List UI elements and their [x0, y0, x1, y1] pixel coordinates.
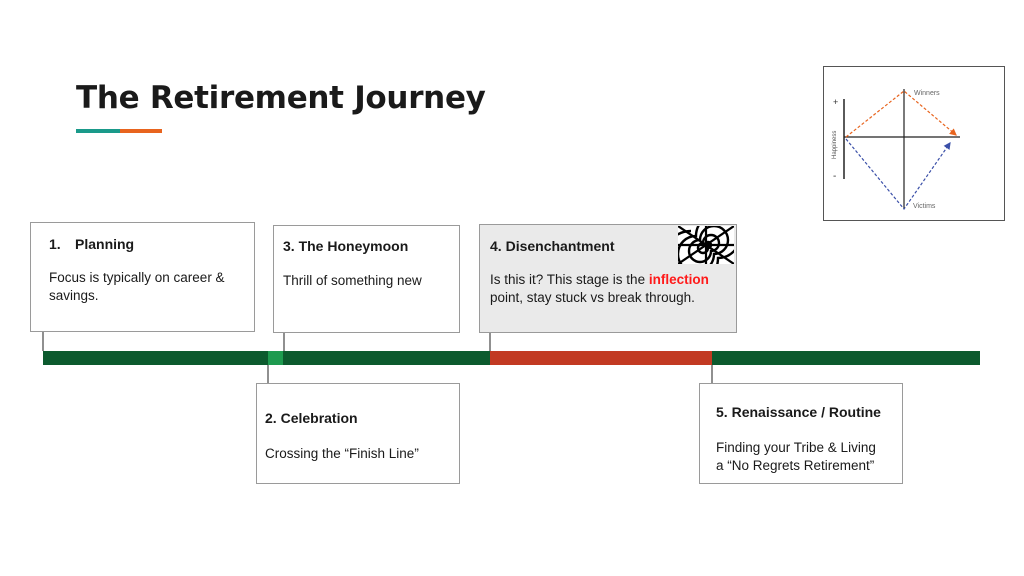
- timeline-segment-green-3: [712, 351, 980, 365]
- victims-path: [845, 138, 951, 210]
- inset-minus: -: [833, 171, 836, 182]
- stage-5-number: 5.: [716, 404, 728, 420]
- stage-1-description: Focus is typically on career & savings.: [49, 270, 225, 303]
- happiness-diamond-chart-icon: + - Happiness Winners Victims: [823, 66, 1005, 221]
- stage-card-celebration: 2. Celebration Crossing the “Finish Line…: [256, 383, 460, 484]
- stage-4-number: 4.: [490, 238, 502, 254]
- inset-victims-label: Victims: [913, 203, 936, 210]
- stage-4-description-post: point, stay stuck vs break through.: [490, 290, 695, 305]
- stage-5-description-line2: a “No Regrets Retirement”: [716, 458, 875, 473]
- inset-plus: +: [833, 97, 838, 107]
- timeline-segment-green-2: [283, 351, 490, 365]
- inset-winners-label: Winners: [914, 90, 940, 97]
- stage-5-heading: 5. Renaissance / Routine: [716, 404, 881, 420]
- stage-card-planning: 1. Planning Focus is typically on career …: [30, 222, 255, 332]
- stage-card-honeymoon: 3. The Honeymoon Thrill of something new: [273, 225, 460, 333]
- stage-2-heading: 2. Celebration: [265, 410, 358, 426]
- stage-5-name: Renaissance / Routine: [731, 404, 881, 420]
- inset-svg: + - Happiness Winners Victims: [832, 89, 960, 210]
- stage-5-description-line1: Finding your Tribe & Living: [716, 440, 876, 455]
- timeline-segment-light-green: [268, 351, 283, 365]
- stage-4-description: Is this it? This stage is the inflection…: [490, 271, 730, 307]
- stage-4-heading: 4. Disenchantment: [490, 238, 615, 254]
- stage-1-heading: 1. Planning: [49, 236, 134, 252]
- stage-4-description-highlight: inflection: [648, 272, 709, 287]
- stage-5-description: Finding your Tribe & Living a “No Regret…: [716, 439, 901, 475]
- timeline-segment-green-1: [43, 351, 268, 365]
- stage-2-description: Crossing the “Finish Line”: [265, 446, 419, 461]
- title-accent-orange: [120, 129, 162, 133]
- timeline-segment-red: [490, 351, 712, 365]
- page-title: The Retirement Journey: [76, 80, 486, 116]
- stage-4-name: Disenchantment: [505, 238, 615, 254]
- stage-card-renaissance: 5. Renaissance / Routine Finding your Tr…: [699, 383, 903, 484]
- stage-3-number: 3.: [283, 238, 295, 254]
- stage-1-number: 1.: [49, 236, 61, 252]
- stage-3-description: Thrill of something new: [283, 273, 422, 288]
- hypnotic-spiral-icon: [678, 226, 734, 264]
- stage-3-name: The Honeymoon: [298, 238, 409, 254]
- stage-4-description-pre: Is this it? This stage is the: [490, 272, 649, 287]
- stage-1-name: Planning: [75, 236, 135, 252]
- stage-2-name: Celebration: [280, 410, 358, 426]
- inset-y-label: Happiness: [832, 131, 838, 159]
- stage-2-number: 2.: [265, 410, 277, 426]
- stage-3-heading: 3. The Honeymoon: [283, 238, 408, 254]
- title-accent-teal: [76, 129, 120, 133]
